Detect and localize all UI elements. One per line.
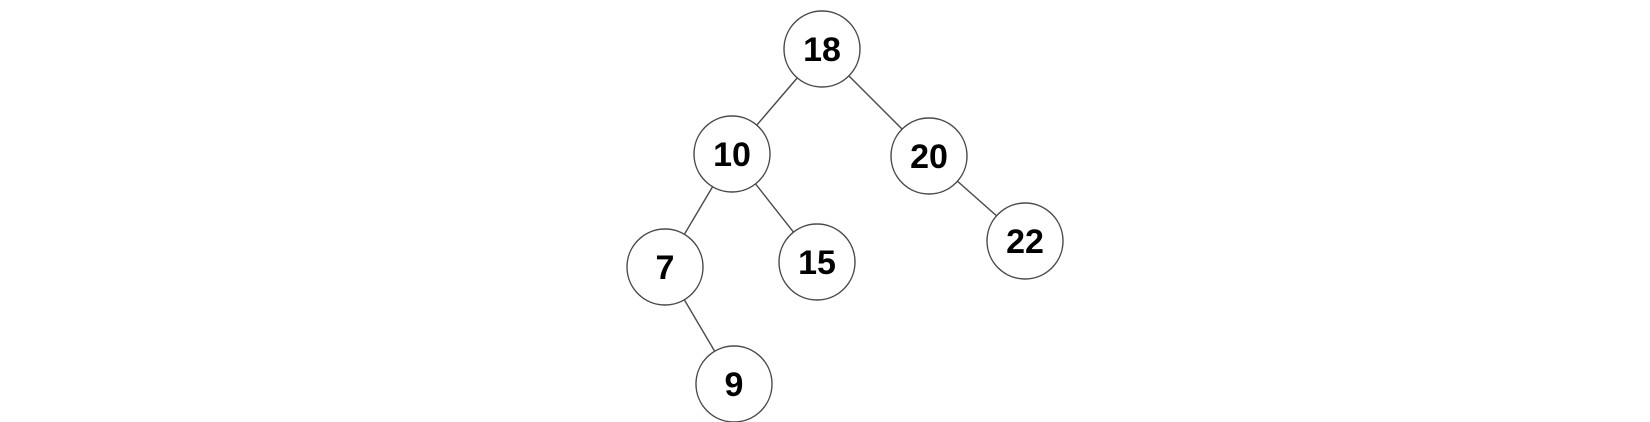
tree-node-circle-10 <box>693 115 771 193</box>
tree-node-22: 22 <box>986 202 1064 280</box>
tree-node-circle-9 <box>695 345 773 422</box>
tree-node-circle-22 <box>986 202 1064 280</box>
tree-node-label: 7 <box>656 249 675 287</box>
tree-node-10: 10 <box>693 115 771 193</box>
tree-node-circle-18 <box>783 10 861 88</box>
tree-node-15: 15 <box>778 223 856 301</box>
tree-edges-layer <box>664 48 1026 385</box>
tree-node-label: 22 <box>1006 223 1044 261</box>
tree-node-circle-20 <box>890 117 968 195</box>
tree-node-20: 20 <box>890 117 968 195</box>
tree-node-18: 18 <box>783 10 861 88</box>
tree-node-label: 20 <box>910 138 948 176</box>
tree-node-label: 9 <box>725 366 744 404</box>
tree-node-label: 18 <box>803 31 841 69</box>
tree-node-7: 7 <box>626 228 704 306</box>
tree-nodes-layer: 18 10 20 7 15 22 9 <box>626 10 1064 422</box>
tree-node-label: 15 <box>798 244 836 282</box>
tree-node-9: 9 <box>695 345 773 422</box>
tree-node-circle-7 <box>626 228 704 306</box>
tree-node-circle-15 <box>778 223 856 301</box>
tree-node-label: 10 <box>713 136 751 174</box>
